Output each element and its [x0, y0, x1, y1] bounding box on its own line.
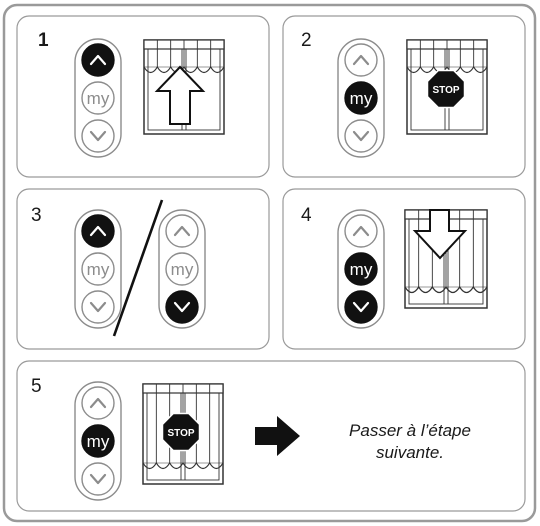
- arrow-up-icon: [154, 65, 206, 125]
- step-3-panel: [16, 188, 270, 350]
- outer-frame: [2, 3, 537, 523]
- down-button: [344, 290, 378, 324]
- up-button: [81, 43, 115, 77]
- chevron-up-icon: [89, 225, 107, 237]
- my-label: my: [87, 89, 110, 108]
- my-label: my: [350, 89, 373, 108]
- chevron-down-icon: [352, 301, 370, 313]
- chevron-down-icon: [89, 473, 107, 485]
- step-1-remote: my: [74, 38, 122, 158]
- stop-label: STOP: [167, 428, 194, 439]
- step-1-number: 1: [38, 30, 49, 51]
- up-button: [81, 386, 115, 420]
- chevron-down-icon: [352, 130, 370, 142]
- up-button: [81, 214, 115, 248]
- my-label: my: [171, 260, 194, 279]
- up-button: [344, 43, 378, 77]
- step-2-stop-sign-icon: STOP: [426, 69, 466, 109]
- my-button: my: [165, 252, 199, 286]
- chevron-up-icon: [89, 397, 107, 409]
- step-5-number: 5: [31, 376, 42, 397]
- step-4-remote: my: [337, 209, 385, 329]
- chevron-up-icon: [352, 225, 370, 237]
- my-label: my: [87, 260, 110, 279]
- chevron-down-icon: [89, 130, 107, 142]
- chevron-up-icon: [173, 225, 191, 237]
- step-3-slash-separator: [112, 199, 164, 337]
- step-2-panel: [282, 15, 526, 178]
- my-label: my: [87, 432, 110, 451]
- next-step-text-line-2: suivante.: [376, 443, 444, 462]
- chevron-up-icon: [352, 54, 370, 66]
- step-3-number: 3: [31, 205, 42, 226]
- step-4-number: 4: [301, 205, 312, 226]
- my-button: my: [344, 252, 378, 286]
- stop-label: STOP: [432, 85, 459, 96]
- down-button: [81, 462, 115, 496]
- down-button: [81, 290, 115, 324]
- chevron-down-icon: [173, 301, 191, 313]
- my-button: my: [81, 424, 115, 458]
- step-5-stop-sign-icon: STOP: [161, 412, 201, 452]
- arrow-down-icon: [412, 209, 468, 260]
- step-3-remote-right: my: [158, 209, 206, 329]
- step-2-number: 2: [301, 30, 312, 51]
- chevron-up-icon: [89, 54, 107, 66]
- up-button: [165, 214, 199, 248]
- down-button: [81, 119, 115, 153]
- next-step-text-line-1: Passer à l’étape: [349, 421, 471, 440]
- my-label: my: [350, 260, 373, 279]
- my-button: my: [81, 252, 115, 286]
- step-2-remote: my: [337, 38, 385, 158]
- step-4-panel: [282, 188, 526, 350]
- my-button: my: [81, 81, 115, 115]
- step-3-remote-left: my: [74, 209, 122, 329]
- down-button: [344, 119, 378, 153]
- down-button: [165, 290, 199, 324]
- my-button: my: [344, 81, 378, 115]
- step-1-panel: [16, 15, 270, 178]
- up-button: [344, 214, 378, 248]
- chevron-down-icon: [89, 301, 107, 313]
- step-5-remote: my: [74, 381, 122, 501]
- arrow-right-icon: [255, 416, 300, 456]
